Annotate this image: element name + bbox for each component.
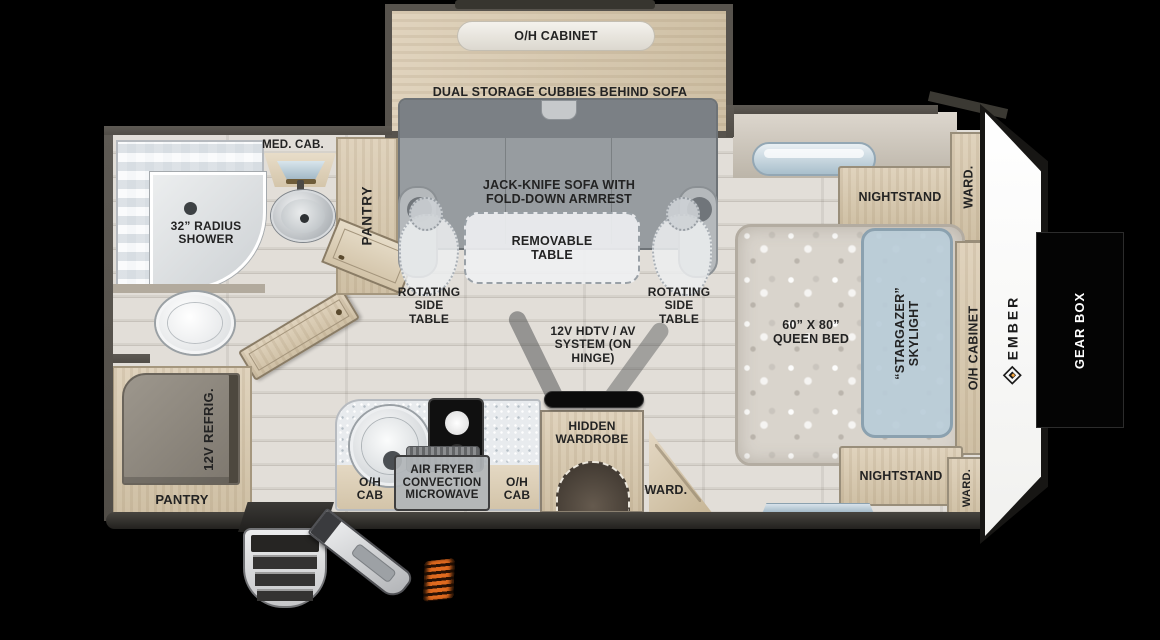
dual-storage-label: DUAL STORAGE CUBBIES BEHIND SOFA <box>432 85 688 99</box>
entry-steps <box>243 528 327 608</box>
pantry-bottom-label: PANTRY <box>155 492 209 507</box>
corner-wardrobe-label: WARD. <box>644 483 688 497</box>
sofa-label: JACK-KNIFE SOFA WITH FOLD-DOWN ARMREST <box>482 178 636 206</box>
wall-top-right <box>726 105 938 114</box>
step-3 <box>257 589 313 601</box>
pantry-tall-label: PANTRY <box>359 185 375 245</box>
nightstand-top-label: NIGHTSTAND <box>858 190 942 204</box>
oh-cabinet-bed-label: O/H CABINET <box>966 305 981 391</box>
toilet <box>156 292 234 354</box>
refrigerator-label: 12V REFRIG. <box>200 387 216 471</box>
toilet-bowl <box>168 303 222 343</box>
oh-cab-left-label: O/H CAB <box>356 475 384 503</box>
sofa-seam-right <box>611 138 612 244</box>
wall-jog <box>726 105 734 137</box>
microwave: AIR FRYER CONVECTION MICROWAVE <box>394 455 490 511</box>
bath-wall-stub <box>110 354 150 363</box>
gear-box: GEAR BOX <box>1036 232 1124 428</box>
bedroom-window-top-glare <box>764 149 864 158</box>
ember-logo-wrap: EMBER <box>983 250 1041 430</box>
front-cap <box>985 112 1041 536</box>
removable-table-label: REMOVABLE TABLE <box>511 234 593 262</box>
wall-top-left <box>104 126 392 135</box>
ember-brand-text: EMBER <box>1004 294 1020 361</box>
med-cab-glass-shelf <box>277 161 325 181</box>
ember-logo-icon <box>1002 365 1022 385</box>
med-cab-label: MED. CAB. <box>262 139 324 151</box>
oh-cab-right-label: O/H CAB <box>503 475 531 503</box>
refrigerator <box>122 373 240 485</box>
sofa-center-console <box>541 100 577 120</box>
rotating-table-left-label: ROTATING SIDE TABLE <box>397 285 461 326</box>
sofa-seam-left <box>505 138 506 244</box>
oh-cabinet-face: O/H CABINET <box>457 21 655 51</box>
rotating-table-right-label: ROTATING SIDE TABLE <box>647 285 711 326</box>
rotating-table-right-pivot <box>666 197 700 231</box>
skylight-label: “STARGAZER” SKYLIGHT <box>892 286 921 380</box>
step-top <box>251 535 319 552</box>
stove-burner-front <box>445 411 469 435</box>
wall-left <box>104 126 113 521</box>
ember-logo: EMBER <box>1002 295 1022 386</box>
wardrobe-top-right-label: WARD. <box>962 165 977 209</box>
wardrobe-bottom-right-label: WARD. <box>961 468 974 508</box>
skylight-label-wrap: “STARGAZER” SKYLIGHT <box>861 228 953 438</box>
removable-table: REMOVABLE TABLE <box>464 212 640 284</box>
microwave-label: AIR FRYER CONVECTION MICROWAVE <box>402 463 482 502</box>
nightstand-top: NIGHTSTAND <box>838 166 962 228</box>
nightstand-bottom-label: NIGHTSTAND <box>859 469 943 483</box>
bath-sink-drain <box>300 214 309 223</box>
oh-cabinet-label: O/H CABINET <box>514 29 598 43</box>
tv-unit <box>544 391 644 408</box>
refrigerator-label-wrap: 12V REFRIG. <box>180 373 236 485</box>
step-1 <box>253 555 317 569</box>
nightstand-bottom: NIGHTSTAND <box>839 446 963 506</box>
stargazer-skylight <box>861 228 953 438</box>
hidden-wardrobe-label: HIDDEN WARDROBE <box>555 419 629 447</box>
shower-label: 32” RADIUS SHOWER <box>170 219 242 247</box>
power-cord-coil <box>423 558 455 602</box>
pantry-tall-label-wrap: PANTRY <box>336 140 398 290</box>
entry-door-window <box>350 543 397 584</box>
rotating-table-left-pivot <box>409 197 443 231</box>
tv-label: 12V HDTV / AV SYSTEM (ON HINGE) <box>550 324 636 365</box>
bumper-rail <box>106 512 988 529</box>
queen-bed-label: 60” X 80” QUEEN BED <box>772 318 850 346</box>
shower-drain <box>184 202 197 215</box>
step-2 <box>255 572 315 586</box>
wardrobe-bottom-right-label-wrap: WARD. <box>947 457 988 519</box>
bath-half-wall <box>113 284 265 293</box>
gear-box-label: GEAR BOX <box>1072 291 1088 369</box>
wardrobe-top-right-label-wrap: WARD. <box>950 134 988 240</box>
bath-sink <box>271 190 335 242</box>
slideout-roof-cap <box>455 0 655 9</box>
